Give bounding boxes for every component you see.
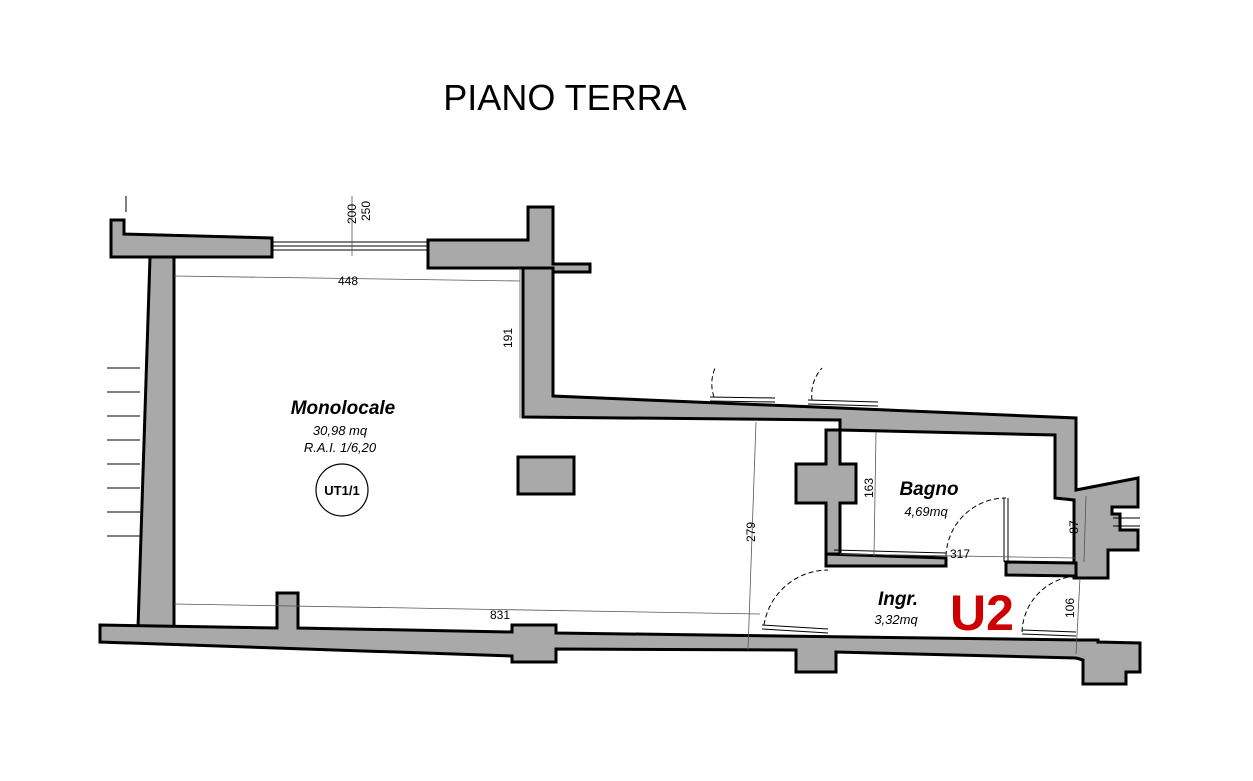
room-name-bagno: Bagno <box>899 479 958 500</box>
unit-label: U2 <box>950 585 1014 641</box>
stair-lines <box>107 196 140 537</box>
room-name-monolocale: Monolocale <box>291 398 396 419</box>
dim-250: 250 <box>359 201 373 221</box>
wall-bagno-pier <box>794 428 858 556</box>
doors <box>761 497 1140 637</box>
plan-title: PIANO TERRA <box>443 77 686 118</box>
wall-bottom <box>98 591 1142 686</box>
dim-317: 317 <box>950 547 970 561</box>
wall-left <box>136 255 176 630</box>
top-window <box>272 241 428 251</box>
column <box>516 455 576 496</box>
dimension-lines <box>173 196 1087 655</box>
dim-106: 106 <box>1063 598 1077 618</box>
wall-top-left <box>109 218 274 259</box>
room-area-bagno: 4,69mq <box>904 504 948 519</box>
room-area-ingresso: 3,32mq <box>874 612 918 627</box>
walls <box>98 205 1142 686</box>
dim-448: 448 <box>338 274 358 288</box>
dim-87: 87 <box>1067 520 1081 534</box>
wall-top-right <box>426 205 592 274</box>
wall-bagno-bottom-left <box>824 552 948 568</box>
mid-windows <box>709 365 879 407</box>
dim-191: 191 <box>501 328 515 348</box>
dim-200: 200 <box>345 204 359 224</box>
dim-831: 831 <box>490 608 510 622</box>
dim-163: 163 <box>862 478 876 498</box>
wall-inner-vertical <box>521 266 1140 580</box>
room-name-ingresso: Ingr. <box>878 589 918 610</box>
room-area-monolocale: 30,98 mq <box>313 423 368 438</box>
wall-bagno-bottom-right <box>1004 560 1078 578</box>
unit-tag-label: UT1/1 <box>324 483 359 498</box>
room-rai-monolocale: R.A.I. 1/6,20 <box>304 440 377 455</box>
unit-tag-circle <box>315 463 369 517</box>
dim-279: 279 <box>744 522 758 542</box>
